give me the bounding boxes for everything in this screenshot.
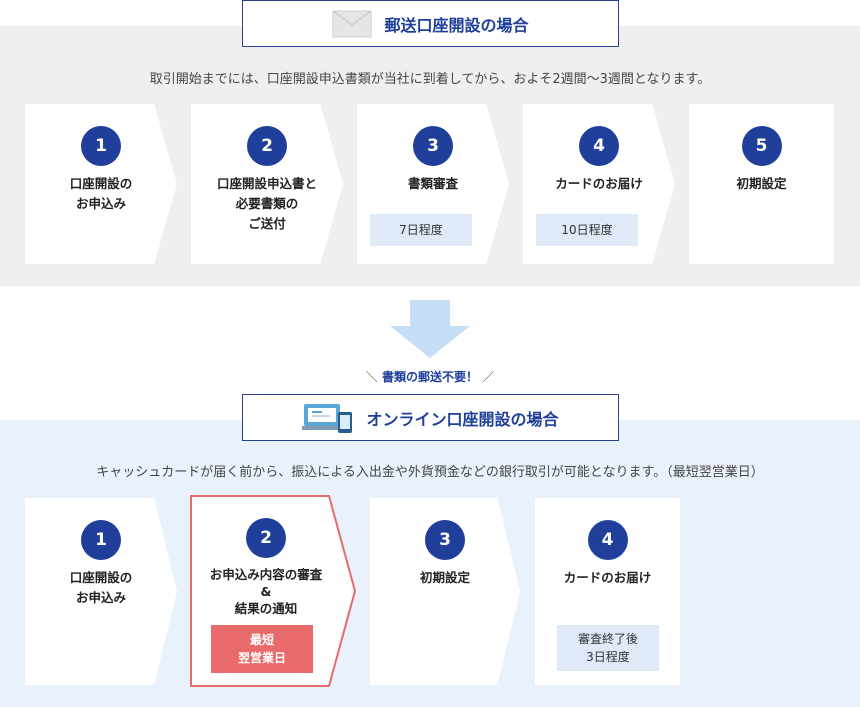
online-step-2: 2 お申込み内容の審査 & 結果の通知 最短 翌営業日 xyxy=(191,496,341,686)
step-label: カードのお届け xyxy=(563,570,652,585)
duration-badge: 10日程度 xyxy=(536,214,638,246)
step-label: 初期設定 xyxy=(736,176,787,191)
step-number: 2 xyxy=(247,126,287,166)
slash-left-icon: ＼ xyxy=(365,370,378,384)
step-number: 1 xyxy=(81,126,121,166)
slash-right-icon: ／ xyxy=(482,370,495,384)
mail-step-2: 2 口座開設申込書と 必要書類の ご送付 xyxy=(191,104,343,264)
step-label: カードのお届け xyxy=(555,176,643,191)
mail-step-5: 5 初期設定 xyxy=(689,104,834,264)
mail-title-box: 郵送口座開設の場合 xyxy=(242,0,619,47)
step-label: 口座開設の お申込み xyxy=(69,570,133,605)
online-title: オンライン口座開設の場合 xyxy=(366,409,559,429)
mail-step-1: 1 口座開設の お申込み xyxy=(25,104,177,264)
mail-step-3: 3 書類審査 7日程度 xyxy=(357,104,509,264)
duration-badge: 最短 翌営業日 xyxy=(211,625,313,673)
duration-badge: 審査終了後 3日程度 xyxy=(557,625,659,671)
step-number: 3 xyxy=(413,126,453,166)
online-step-1: 1 口座開設の お申込み xyxy=(25,498,177,685)
down-arrow-icon xyxy=(390,300,470,358)
duration-badge: 7日程度 xyxy=(370,214,472,246)
step-number: 5 xyxy=(741,126,782,166)
step-label: 口座開設申込書と 必要書類の ご送付 xyxy=(216,176,317,231)
step-label: お申込み内容の審査 & 結果の通知 xyxy=(209,567,323,616)
online-description: キャッシュカードが届く前から、振込による入出金や外貨預金などの銀行取引が可能とな… xyxy=(96,465,764,480)
step-number: 3 xyxy=(425,520,465,560)
online-step-3: 3 初期設定 xyxy=(370,498,520,685)
step-label: 口座開設の お申込み xyxy=(69,176,133,211)
mail-step-4: 4 カードのお届け 10日程度 xyxy=(523,104,675,264)
step-number: 1 xyxy=(81,520,121,560)
step-label: 初期設定 xyxy=(419,570,470,585)
transition-note: ＼ 書類の郵送不要！ ／ xyxy=(345,368,515,385)
step-label: 書類審査 xyxy=(407,176,458,191)
online-step-4: 4 カードのお届け 審査終了後 3日程度 xyxy=(535,498,680,685)
transition-note-text: 書類の郵送不要！ xyxy=(381,370,478,384)
mail-description: 取引開始までには、口座開設申込書類が当社に到着してから、およそ2週間〜3週間とな… xyxy=(149,72,711,87)
envelope-icon xyxy=(332,9,372,37)
step-number: 4 xyxy=(587,520,628,560)
step-number: 2 xyxy=(246,518,286,558)
laptop-smartphone-icon xyxy=(302,403,353,433)
mail-title: 郵送口座開設の場合 xyxy=(384,15,529,35)
online-title-box: オンライン口座開設の場合 xyxy=(242,394,619,441)
step-number: 4 xyxy=(579,126,619,166)
